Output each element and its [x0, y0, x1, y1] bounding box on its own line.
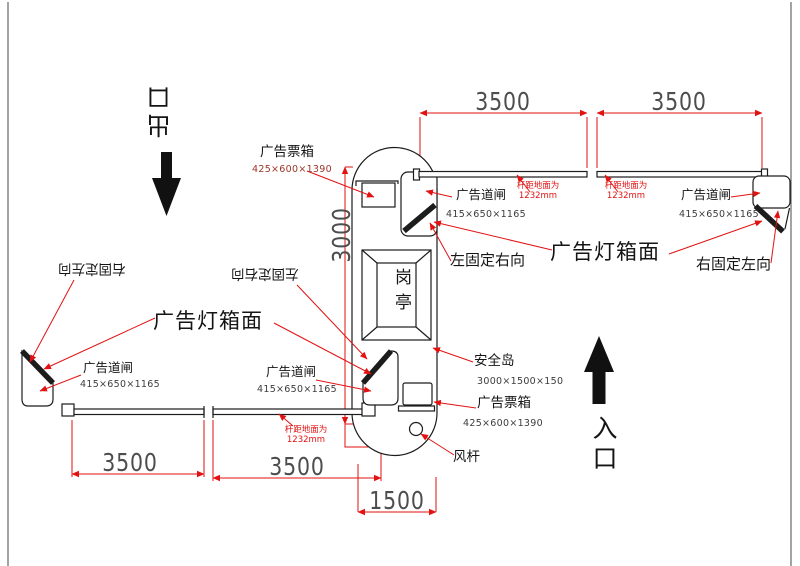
leader-fixed-rl-rotated [29, 279, 75, 363]
barrier-arm-top-left [418, 170, 588, 178]
island-label: 安全岛 [474, 353, 515, 369]
barrier-arm-bottom-left [73, 408, 205, 416]
leader-gate-top [425, 189, 453, 198]
gate-top-right-size: 415×650×1165 [679, 209, 759, 220]
barrier-arm-bottom-right [212, 408, 374, 416]
dim-bottom-left-3500: 3500 [102, 448, 158, 477]
gate-bottom-middle-size: 415×650×1165 [257, 384, 337, 395]
lightbox-face-label-left: 广告灯箱面 [153, 309, 263, 333]
wind-pole-label: 风杆 [453, 449, 480, 465]
ticket-box-bottom-size: 425×600×1390 [463, 418, 543, 429]
wind-pole-circle [408, 421, 424, 437]
pole-note-value: 1232mm [518, 191, 558, 201]
leader-fixed-lr-rotated [296, 284, 368, 360]
lightbox-face-bottom-middle [360, 349, 394, 385]
leader-lightbox-right-b [668, 220, 763, 255]
island-size: 3000×1500×150 [477, 376, 564, 387]
dim-top-right-3500: 3500 [651, 87, 707, 116]
ticket-box-bottom-label: 广告票箱 [477, 395, 531, 411]
pole-note-text: 杆距地面为 [284, 425, 328, 435]
barrier-machine-top-right [752, 175, 791, 209]
dim-island-width-1500: 1500 [369, 486, 425, 515]
ticket-box-bottom-base [397, 405, 436, 412]
ticket-box-top-label: 广告票箱 [260, 144, 314, 160]
pole-note-text: 杆距地面为 [604, 181, 648, 191]
barrier-machine-bottom-left [21, 349, 54, 407]
ticket-box-top [361, 182, 396, 208]
fixed-right-left-label-rotated: 右固定左向 [58, 260, 126, 277]
leader-lightbox-right-a [433, 220, 553, 251]
lightbox-face-top [402, 202, 437, 234]
leader-pole-note-1 [516, 174, 531, 193]
ticket-box-top-lip [355, 180, 399, 186]
guard-booth-label: 岗亭 [391, 268, 411, 318]
dim-bottom-right-3500: 3500 [269, 452, 325, 481]
arm-hinge [61, 403, 75, 417]
machine-edge-line [784, 207, 791, 230]
leader-pole-note-2 [604, 174, 619, 193]
leader-fixed-lr [429, 222, 452, 262]
dim-ext-jog [344, 420, 382, 481]
entrance-label: 入口 [589, 415, 618, 475]
gate-bottom-left-size: 415×650×1165 [80, 379, 160, 390]
leader-gate-bottom-left [39, 374, 82, 392]
ticket-box-top-size: 425×600×1390 [252, 164, 332, 175]
gate-bottom-left-label: 广告道闸 [83, 360, 134, 375]
gate-bottom-middle-label: 广告道闸 [266, 364, 317, 379]
gate-top-size: 415×650×1165 [446, 209, 526, 220]
leader-lines [29, 170, 781, 456]
safety-island-group [20, 146, 791, 457]
dim-island-length-3000: 3000 [327, 207, 356, 263]
pole-note-value: 1232mm [286, 435, 326, 445]
leader-ticket-box-top [306, 170, 375, 198]
dim-top-left-3500: 3500 [475, 87, 531, 116]
fixed-left-right-label-rotated: 左固定右向 [231, 265, 299, 282]
guard-booth-inner [376, 262, 417, 328]
leader-ticket-box-bottom [433, 399, 477, 409]
lightbox-face-label-right: 广告灯箱面 [550, 240, 660, 264]
lightbox-face-top-right [753, 203, 785, 234]
lightbox-face-bottom-left [20, 349, 55, 385]
guard-booth-roof-lines [361, 249, 432, 341]
entrance-direction-arrow-icon [584, 336, 614, 404]
leader-pole-note-3 [278, 413, 294, 427]
barrier-machine-bottom-middle [362, 350, 399, 406]
leader-gate-top-right [730, 190, 761, 198]
exit-direction-arrow-icon [152, 152, 181, 216]
ticket-box-bottom [402, 382, 433, 406]
gate-top-right-label: 广告道闸 [681, 187, 732, 202]
pole-height-note-3: 杆距地面为 1232mm [280, 425, 332, 445]
leader-wind-pole [420, 433, 455, 456]
exit-label: 出口 [147, 82, 175, 138]
barrier-arm-top-right [596, 170, 763, 178]
leader-fixed-rl [770, 210, 781, 264]
leader-gate-bottom-middle [315, 379, 372, 393]
leader-island [432, 347, 474, 363]
dimension-lines [71, 109, 763, 516]
fixed-right-left-label: 右固定左向 [696, 255, 772, 273]
pole-height-note-2: 杆距地面为 1232mm [598, 181, 654, 201]
leader-lightbox-left-a [43, 317, 156, 370]
gate-top-label: 广告道闸 [456, 187, 507, 202]
pole-note-text: 杆距地面为 [516, 181, 560, 191]
leader-lightbox-left-b [273, 322, 372, 375]
pole-height-note-1: 杆距地面为 1232mm [510, 181, 566, 201]
pole-note-value: 1232mm [606, 191, 646, 201]
fixed-left-right-label: 左固定右向 [450, 251, 526, 269]
